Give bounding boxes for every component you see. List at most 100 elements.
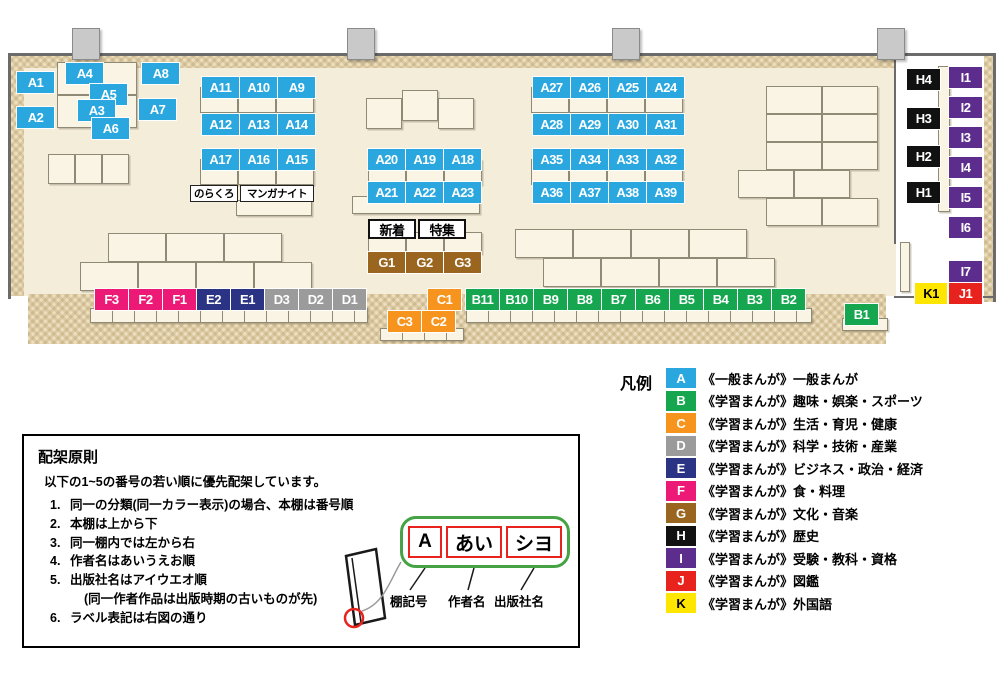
shelf-section-label: A3 [78, 100, 115, 121]
shelf-section-label: C3 [388, 311, 421, 332]
legend-category: 図鑑 [793, 574, 820, 589]
legend-series: 《学習まんが》 [702, 574, 794, 589]
shelf-section-label: B4 [704, 289, 737, 310]
legend-item: B 《学習まんが》趣味・娯楽・スポーツ [666, 390, 923, 411]
label-author: あい [446, 526, 502, 558]
shelf-section-label: A35 [533, 149, 570, 170]
shelf-section-label: D1 [333, 289, 366, 310]
shelf-block [166, 233, 224, 262]
shelf-section-label: A27 [533, 77, 570, 98]
pillar [612, 28, 640, 60]
legend-color-chip: B [666, 390, 697, 411]
legend-color-chip: C [666, 413, 697, 433]
legend-category: 受験・教科・資格 [793, 551, 898, 567]
legend-label: 《学習まんが》趣味・娯楽・スポーツ [702, 391, 923, 410]
shelf-section-label: A28 [533, 114, 570, 135]
legend-label: 《学習まんが》科学・技術・産業 [702, 436, 897, 455]
shelf-section-label: A7 [139, 99, 176, 120]
legend-series: 《学習まんが》 [702, 439, 794, 454]
shelf-block [543, 258, 601, 287]
pillar [877, 28, 905, 60]
shelf-section-label: B9 [534, 289, 567, 310]
legend-color-chip: F [666, 480, 697, 501]
wall [894, 56, 896, 244]
shelf-block [75, 154, 102, 184]
callout-shelf-code: 棚記号 [390, 595, 428, 609]
rule-number: 1. [50, 498, 61, 512]
legend-category: 文化・音楽 [793, 506, 859, 522]
shelf-block [438, 98, 474, 129]
shelf-section-label: A17 [202, 149, 239, 170]
rule-number: 2. [50, 516, 61, 531]
shelf-block [766, 86, 822, 114]
rule-item: 3.同一棚内では左から右 [50, 534, 390, 553]
legend-category: 食・料理 [793, 484, 846, 499]
legend-color-chip: A [666, 368, 697, 388]
shelf-section-label: A12 [202, 114, 239, 135]
shelf-block [794, 170, 850, 198]
shelf-section-label: G2 [406, 252, 443, 273]
legend-category: 趣味・娯楽・スポーツ [793, 394, 923, 409]
legend-label: 《学習まんが》図鑑 [702, 571, 819, 590]
shelf-block [766, 198, 822, 226]
shelf-section-label: B5 [670, 289, 703, 310]
shelf-section-label: A11 [202, 77, 239, 98]
shelf-section-label: I2 [949, 97, 982, 118]
rule-text: ラベル表記は右図の通り [70, 610, 208, 625]
legend-series: 《学習まんが》 [702, 551, 794, 567]
shelf-section-label: D2 [299, 289, 332, 310]
floor-pattern-strip [8, 56, 896, 68]
sign-label: 特集 [418, 219, 466, 239]
shelf-block [236, 200, 312, 216]
legend-category: 外国語 [793, 596, 833, 612]
shelf-block [717, 258, 775, 287]
shelf-section-label: C2 [422, 311, 455, 332]
label-example-plate: A あい シヨ [400, 516, 570, 568]
shelf-section-label: I1 [949, 67, 982, 88]
rule-text: 同一の分類(同一カラー表示)の場合、本棚は番号順 [70, 498, 354, 512]
legend-label: 《学習まんが》文化・音楽 [702, 504, 858, 523]
shelf-section-label: A19 [406, 149, 443, 170]
shelf-section-label: H4 [907, 69, 940, 90]
shelf-block [573, 229, 631, 258]
shelf-section-label: H3 [907, 108, 940, 129]
shelf-block [402, 90, 438, 121]
shelf-section-label: I7 [949, 261, 982, 282]
shelf-block [466, 308, 812, 323]
rule-text: (同一作者作品は出版時期の古いものが先) [84, 591, 318, 606]
legend-item: K《学習まんが》外国語 [666, 593, 923, 613]
shelf-section-label: I6 [949, 217, 982, 238]
shelf-block [254, 262, 312, 291]
pillar [347, 28, 375, 60]
legend-category: 歴史 [793, 529, 820, 544]
shelf-section-label: A21 [368, 182, 405, 203]
shelf-section-label: D3 [265, 289, 298, 310]
shelf-block [738, 170, 794, 198]
wall [993, 53, 996, 302]
shelf-section-label: G1 [368, 252, 405, 273]
shelf-section-label: A36 [533, 182, 570, 203]
legend-series: 《学習まんが》 [702, 484, 794, 499]
shelf-section-label: A18 [444, 149, 481, 170]
shelf-section-label: A1 [17, 72, 54, 93]
shelf-section-label: A24 [647, 77, 684, 98]
legend-series: 《学習まんが》 [702, 529, 794, 544]
callout-author: 作者名 [448, 595, 486, 609]
shelf-section-label: F1 [163, 289, 196, 310]
legend-series: 《学習まんが》 [702, 506, 794, 522]
shelf-block [766, 142, 822, 170]
shelf-section-label: I5 [949, 187, 982, 208]
legend-category: ビジネス・政治・経済 [793, 461, 924, 477]
shelf-section-label: H2 [907, 146, 940, 167]
rule-number: 3. [50, 535, 61, 550]
legend-label: 《学習まんが》食・料理 [702, 481, 845, 500]
rule-number [64, 590, 84, 609]
rule-item: 4.作者名はあいうえお順 [50, 552, 390, 571]
shelf-section-label: A13 [240, 114, 277, 135]
legend-color-chip: J [666, 570, 697, 591]
shelf-section-label: A4 [66, 63, 103, 84]
shelf-section-label: B3 [738, 289, 771, 310]
